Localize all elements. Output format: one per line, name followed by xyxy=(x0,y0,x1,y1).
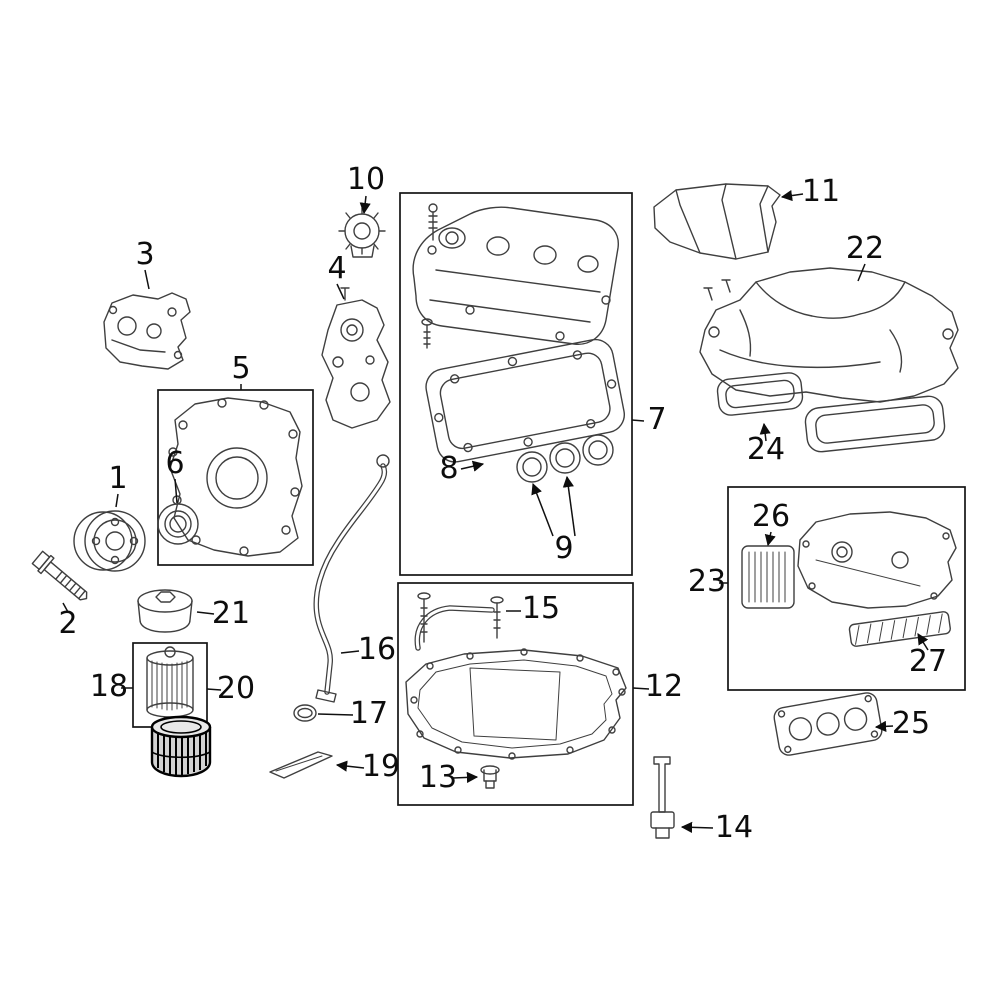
callout-13: 13 xyxy=(419,760,457,795)
part-drawing-dipstick-tube xyxy=(313,454,390,703)
leader-17 xyxy=(317,713,354,716)
callout-18: 18 xyxy=(90,669,128,704)
arrow-26 xyxy=(764,531,776,547)
callout-9: 9 xyxy=(554,531,573,566)
callout-1: 1 xyxy=(108,461,127,496)
arrow-8 xyxy=(460,460,485,472)
arrow-27 xyxy=(917,633,929,651)
group-box-front-gasket xyxy=(157,389,314,566)
callout-2: 2 xyxy=(58,606,77,641)
leader-22 xyxy=(857,263,866,282)
callout-17: 17 xyxy=(350,696,388,731)
group-box-valve-cover xyxy=(399,192,633,576)
leader-20 xyxy=(206,688,222,691)
part-drawing-seal-strip-27 xyxy=(848,611,951,647)
callout-23: 23 xyxy=(688,564,726,599)
part-drawing-front-cover-gasket xyxy=(168,397,303,557)
part-drawing-valve-cover-gasket xyxy=(425,338,625,463)
part-drawing-separator-cover xyxy=(797,511,957,609)
part-drawing-manifold-gaskets xyxy=(716,372,946,453)
arrow-13 xyxy=(452,771,479,784)
leader-12 xyxy=(632,687,650,690)
part-drawing-oil-feed-tube xyxy=(414,592,504,651)
arrow-9b xyxy=(562,475,576,537)
leader-lines xyxy=(62,263,866,716)
arrow-9a xyxy=(531,482,554,537)
group-box-oil-pan xyxy=(397,582,634,806)
leader-21 xyxy=(196,611,215,615)
callout-16: 16 xyxy=(358,632,396,667)
callout-19: 19 xyxy=(362,749,400,784)
part-drawing-valve-cover xyxy=(412,203,619,349)
callout-26: 26 xyxy=(752,499,790,534)
callout-11: 11 xyxy=(802,174,840,209)
arrow-lines xyxy=(335,189,929,833)
arrow-14 xyxy=(680,821,714,833)
part-drawing-drain-plug xyxy=(480,765,500,789)
callout-7: 7 xyxy=(647,402,666,437)
part-drawing-crankshaft-seal xyxy=(157,503,199,545)
part-drawing-cover-shield xyxy=(653,183,781,260)
callout-27: 27 xyxy=(909,644,947,679)
part-drawing-oil-pan xyxy=(405,648,627,760)
part-drawing-crankshaft-bolt xyxy=(31,550,88,601)
part-drawing-crankshaft-pulley xyxy=(73,510,146,572)
callout-6: 6 xyxy=(165,446,184,481)
callout-25: 25 xyxy=(892,706,930,741)
callout-3: 3 xyxy=(135,237,154,272)
callout-labels: 1 2 3 4 5 6 7 8 9 10 11 12 13 14 15 16 1… xyxy=(58,162,947,845)
callout-14: 14 xyxy=(715,810,753,845)
part-drawing-separator-insert-26 xyxy=(741,545,795,609)
arrow-10 xyxy=(359,195,371,215)
callout-4: 4 xyxy=(327,251,346,286)
callout-10: 10 xyxy=(347,162,385,197)
leader-6 xyxy=(174,478,178,504)
part-drawing-seal-strip-19 xyxy=(269,751,333,779)
part-drawing-front-cover xyxy=(321,287,391,429)
arrow-11 xyxy=(780,189,804,202)
group-box-separator xyxy=(727,486,966,691)
arrow-25 xyxy=(874,720,894,733)
callout-20: 20 xyxy=(217,671,255,706)
callout-12: 12 xyxy=(645,669,683,704)
part-drawing-oil-filter-housing-highlighted xyxy=(150,715,212,778)
leader-3 xyxy=(144,269,150,290)
callout-15: 15 xyxy=(522,591,560,626)
callout-24: 24 xyxy=(747,432,785,467)
callout-21: 21 xyxy=(212,596,250,631)
group-box-oil-filter xyxy=(132,642,208,728)
part-drawing-tube-seals xyxy=(516,434,614,483)
part-drawing-intake-gasket xyxy=(773,692,883,756)
part-drawing-intake-manifold xyxy=(699,267,959,403)
part-drawing-oil-filter-cap xyxy=(137,589,193,633)
arrow-19 xyxy=(335,760,365,772)
leader-4 xyxy=(336,283,345,300)
callout-22: 22 xyxy=(846,231,884,266)
part-drawing-oil-filler-cap xyxy=(338,207,386,258)
leader-1 xyxy=(115,493,119,508)
arrow-24 xyxy=(759,422,771,442)
part-drawing-o-ring xyxy=(293,704,317,722)
part-drawing-oil-level-sensor xyxy=(650,756,675,839)
callout-8: 8 xyxy=(439,451,458,486)
leader-16 xyxy=(340,650,360,654)
callout-5: 5 xyxy=(231,351,250,386)
leader-2 xyxy=(62,602,69,613)
part-drawing-timing-cover-upper xyxy=(103,292,191,370)
part-drawing-oil-filter-element xyxy=(146,646,194,718)
leader-7 xyxy=(631,419,645,422)
